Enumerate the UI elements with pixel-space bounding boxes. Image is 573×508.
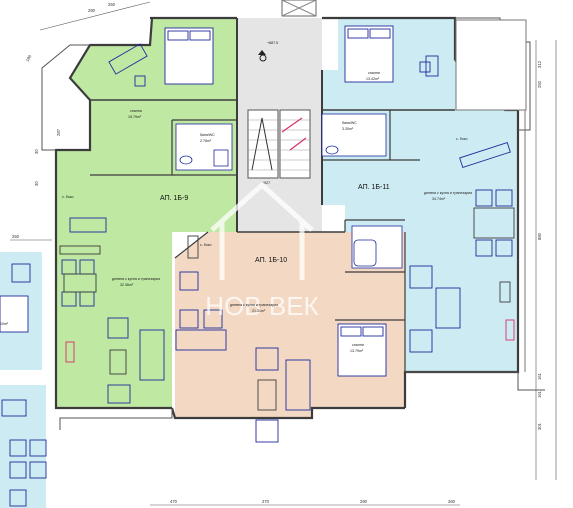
- dim-bottom-1: 470: [170, 499, 178, 504]
- dim-right-6: 301: [537, 422, 542, 430]
- stair-core: [247, 0, 317, 179]
- apt-1b9-floor: [56, 18, 237, 408]
- room-bedroom-left-area: 10m²: [0, 322, 9, 326]
- room-storage-11-name: с. боко: [456, 137, 467, 141]
- watermark: НОВ ВЕК: [205, 181, 319, 321]
- level-landing: +927: [262, 181, 270, 185]
- room-living-11-name: дневна с кухня и трапезария: [424, 191, 472, 195]
- dim-left-1: 186: [25, 53, 33, 62]
- dim-left-3: 30: [34, 149, 39, 154]
- room-living-10-area: 21.31m²: [252, 309, 266, 313]
- dim-bottom-4: 260: [448, 499, 456, 504]
- dim-right-5: 161: [537, 390, 542, 398]
- watermark-house-icon: [210, 181, 314, 280]
- dim-right-2: 250: [537, 80, 542, 88]
- room-storage-10-name: с. боко: [200, 243, 211, 247]
- dimension-lines: [10, 1, 557, 506]
- dim-top-1: 290: [88, 8, 96, 13]
- watermark-text: НОВ ВЕК: [205, 291, 318, 321]
- dim-bottom-2: 270: [262, 499, 270, 504]
- bed-9: [164, 27, 214, 85]
- room-bedroom-11-name: спалня: [368, 71, 380, 75]
- room-labels: спалня 15.79m² баня/WC 2.78m² с. боко дн…: [0, 71, 472, 353]
- room-bedroom-10-name: спалня: [352, 343, 364, 347]
- apt-1b11-label: АП. 1Б-11: [358, 184, 390, 191]
- left-neighbour-lower-floor: [0, 385, 46, 508]
- furniture: [1, 43, 515, 507]
- dim-top-2: 250: [108, 2, 116, 7]
- room-bedroom-11-area: 13.42m²: [366, 77, 380, 81]
- room-bedroom-9-area: 15.79m²: [128, 115, 142, 119]
- dim-left-4: 30: [34, 181, 39, 186]
- room-bath-11-area: 3.30m²: [342, 127, 354, 131]
- apt-1b10-label: АП. 1Б-10: [255, 257, 287, 264]
- dim-right-4: 161: [537, 372, 542, 380]
- room-bath-9-area: 2.78m²: [200, 139, 212, 143]
- dim-left-5: 250: [12, 234, 20, 239]
- room-storage-9-name: с. боко: [62, 195, 73, 199]
- balconies: [41, 17, 545, 430]
- room-bedroom-9-name: спалня: [130, 109, 142, 113]
- room-bedroom-10-area: 13.79m²: [350, 349, 364, 353]
- bed-left: [0, 295, 29, 333]
- bathrooms: [175, 113, 403, 269]
- dim-bottom-3: 290: [360, 499, 368, 504]
- beds: [0, 25, 394, 377]
- level-top: +887.5: [267, 41, 278, 45]
- dim-right-1: 312: [537, 60, 542, 68]
- room-living-9-name: дневна с кухня и трапезария: [112, 277, 160, 281]
- room-bath-11-name: баня/WC: [342, 121, 357, 125]
- dim-right-3: 880: [537, 232, 542, 240]
- room-living-10-name: дневна с кухня и трапезария: [230, 303, 278, 307]
- room-living-9-area: 32.36m²: [120, 283, 134, 287]
- apt-1b9-label: АП. 1Б-9: [160, 195, 188, 202]
- room-living-11-area: 34.74m²: [432, 197, 446, 201]
- dim-left-2: 287: [56, 128, 61, 136]
- room-bath-9-name: баня/WC: [200, 133, 215, 137]
